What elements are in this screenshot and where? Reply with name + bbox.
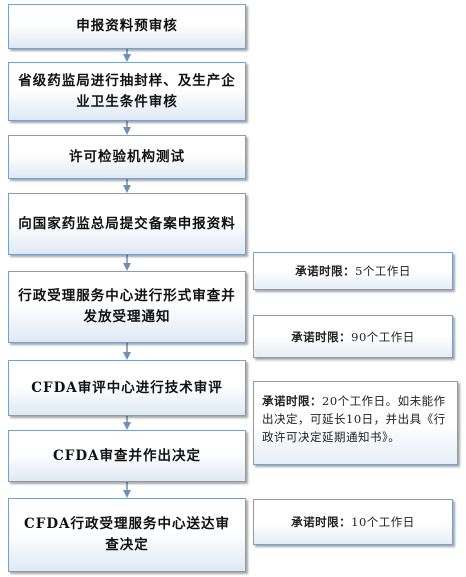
timeframe-note-3-value: 20个工作日。如未能作出决定，可延长10日，并出具《行政许可决定延期通知书》。 [262,394,446,444]
flow-step-6-label: CFDA审评中心进行技术审评 [31,379,223,396]
flow-step-4-label: 向国家药监总局提交备案申报资料 [18,215,236,232]
timeframe-note-2-value: 90个工作日 [351,329,415,344]
flow-step-6: CFDA审评中心进行技术审评 [8,360,246,416]
flow-step-7: CFDA审查并作出决定 [8,430,246,482]
timeframe-note-4-label: 承诺时限： [291,515,352,529]
timeframe-note-2-label: 承诺时限： [291,329,352,344]
flow-step-3-label: 许可检验机构测试 [69,148,185,165]
flow-step-8-label: CFDA行政受理服务中心送达审查决定 [23,516,230,553]
flow-step-3: 许可检验机构测试 [8,135,246,179]
timeframe-note-1-label: 承诺时限： [295,264,356,278]
timeframe-note-1: 承诺时限：5个工作日 [253,252,453,290]
timeframe-note-2: 承诺时限：90个工作日 [253,315,453,358]
flow-step-5: 行政受理服务中心进行形式审查并发放受理通知 [8,271,246,343]
timeframe-note-4-value: 10个工作日 [351,515,415,529]
flow-step-2-label: 省级药监局进行抽封样、及生产企业卫生条件审核 [18,72,236,110]
flow-step-1: 申报资料预审核 [8,4,246,49]
flow-step-7-label: CFDA审查并作出决定 [52,447,201,464]
flow-step-8: CFDA行政受理服务中心送达审查决定 [8,498,246,572]
flow-step-4: 向国家药监总局提交备案申报资料 [8,193,246,255]
timeframe-note-4: 承诺时限：10个工作日 [253,499,453,545]
flow-step-1-label: 申报资料预审核 [76,18,178,34]
timeframe-note-3-label: 承诺时限： [262,394,322,408]
flow-step-5-label: 行政受理服务中心进行形式审查并发放受理通知 [18,288,236,325]
flow-step-2: 省级药监局进行抽封样、及生产企业卫生条件审核 [8,62,246,121]
timeframe-note-1-value: 5个工作日 [355,264,411,278]
timeframe-note-3: 承诺时限：20个工作日。如未能作出决定，可延长10日，并出具《行政许可决定延期通… [253,381,458,465]
